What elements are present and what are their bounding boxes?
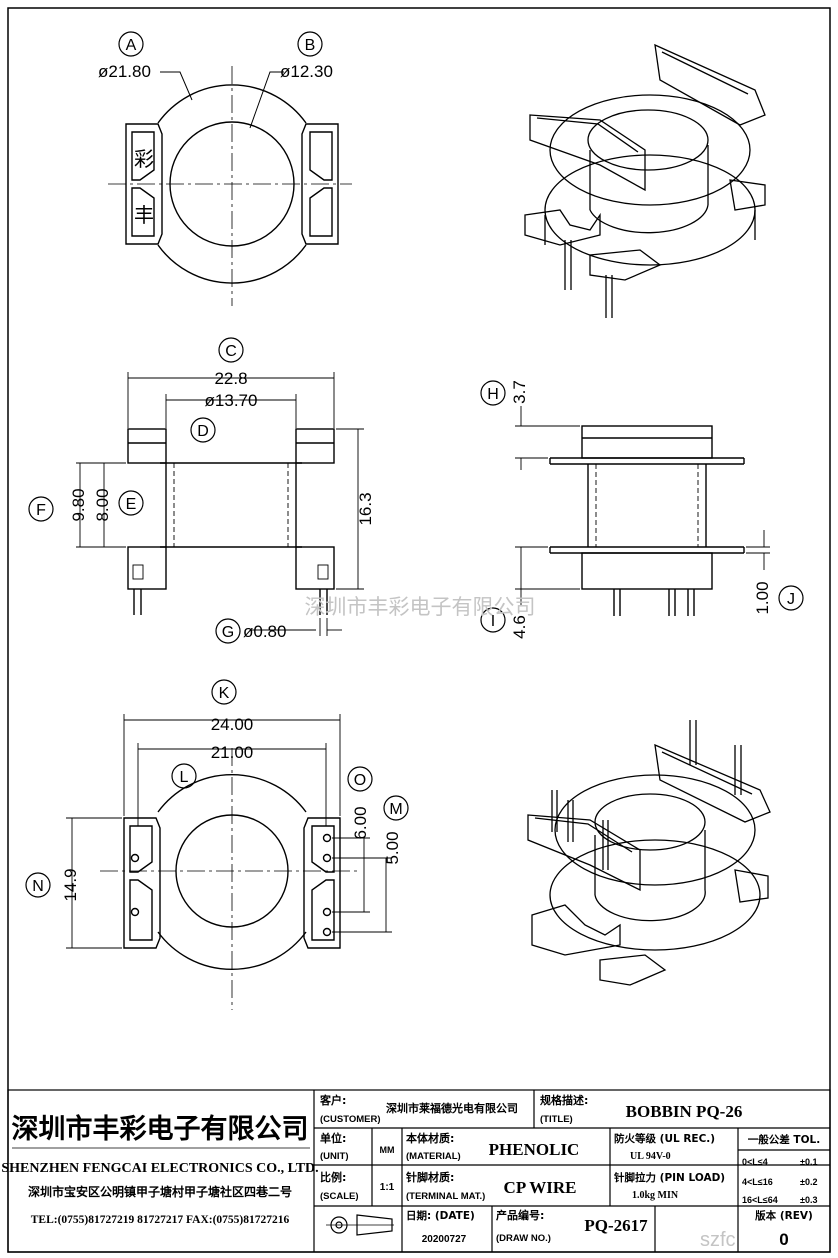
unit-label: 单位: [320,1131,346,1145]
customer-value: 深圳市莱福德光电有限公司 [386,1101,518,1115]
material-value: PHENOLIC [489,1140,580,1159]
terminal-label: 针脚材质: [406,1170,454,1184]
scale-value: 1:1 [380,1182,395,1193]
dim-N: 14.9 [61,868,80,901]
label-A: A [126,37,137,54]
flame-value: UL 94V-0 [630,1151,671,1162]
iso-view-bottom [527,720,771,986]
top-view [108,66,352,306]
dim-M: 5.00 [383,831,402,864]
dim-L: 21.00 [211,743,254,762]
pinload-value: 1.0kg MIN [632,1190,679,1201]
dim-I: 4.6 [510,615,529,639]
tol-value-2: ±0.3 [800,1195,817,1205]
pinload-label: 针脚拉力 (PIN LOAD) [613,1171,725,1184]
customer-label-en: (CUSTOMER) [320,1114,381,1125]
unit-value: MM [380,1145,395,1155]
tol-range-2: 16<L≤64 [742,1195,778,1205]
material-label: 本体材质: [406,1131,454,1145]
glyph-feng: 丰 [134,203,154,227]
customer-label: 客户: [319,1093,346,1107]
rev-label: 版本 (REV) [755,1209,813,1222]
dim-side-height: 16.3 [356,492,375,525]
dim-G: ø0.80 [243,622,286,641]
dim-A: ø21.80 [98,62,151,81]
title-value: BOBBIN PQ-26 [626,1102,743,1121]
scale-label: 比例: [320,1170,346,1184]
watermark-corner: szfc [700,1229,736,1251]
dim-D: ø13.70 [205,391,258,410]
terminal-value: CP WIRE [504,1178,577,1197]
label-B: B [305,37,316,54]
rev-value: 0 [779,1230,788,1249]
dim-H: 3.7 [510,380,529,404]
label-D: D [197,423,209,440]
drawno-label: 产品编号: [496,1208,544,1222]
title-label-en: (TITLE) [540,1114,573,1125]
tol-range-0: 0<L≤4 [742,1157,768,1167]
terminal-label-en: (TERMINAL MAT.) [406,1191,485,1202]
dim-E: 8.00 [93,488,112,521]
label-I: I [491,613,495,630]
company-name-en: SHENZHEN FENGCAI ELECTRONICS CO., LTD. [1,1161,318,1176]
side-view-left [127,428,335,615]
title-block [7,1089,831,1253]
tol-label: 一般公差 TOL. [748,1133,820,1146]
label-G: G [222,624,234,641]
tol-value-1: ±0.2 [800,1177,817,1187]
drawno-value: PQ-2617 [584,1216,648,1235]
glyph-cai: 彩 [134,147,154,171]
flame-label: 防火等级 (UL REC.) [614,1132,715,1145]
dim-O: 6.00 [351,806,370,839]
watermark: 深圳市丰彩电子有限公司 [305,595,536,619]
tol-value-0: ±0.1 [800,1157,817,1167]
date-label: 日期: (DATE) [406,1209,475,1222]
dim-F: 9.80 [69,488,88,521]
scale-label-en: (SCALE) [320,1191,359,1202]
drawno-label-en: (DRAW NO.) [496,1233,551,1244]
label-L: L [180,769,189,786]
company-tel: TEL:(0755)81727219 81727217 FAX:(0755)81… [31,1214,290,1226]
unit-label-en: (UNIT) [320,1151,349,1162]
label-F: F [36,502,46,519]
label-N: N [32,878,44,895]
title-label: 规格描述: [540,1093,588,1107]
label-J: J [787,591,795,608]
bottom-view [100,748,360,1010]
dim-K: 24.00 [211,715,254,734]
label-H: H [487,386,499,403]
date-value: 20200727 [422,1234,467,1245]
material-label-en: (MATERIAL) [406,1151,461,1162]
side-view-right [549,425,745,616]
dim-J: 1.00 [753,581,772,614]
label-K: K [219,685,230,702]
iso-view-top [524,43,766,318]
label-E: E [126,496,137,513]
dim-B: ø12.30 [280,62,333,81]
label-O: O [354,772,366,789]
company-name-cn: 深圳市丰彩电子有限公司 [12,1113,309,1145]
company-address: 深圳市宝安区公明镇甲子塘村甲子塘社区四巷二号 [28,1184,292,1199]
tol-range-1: 4<L≤16 [742,1177,773,1187]
label-M: M [389,801,402,818]
dim-C: 22.8 [214,369,247,388]
label-C: C [225,343,237,360]
